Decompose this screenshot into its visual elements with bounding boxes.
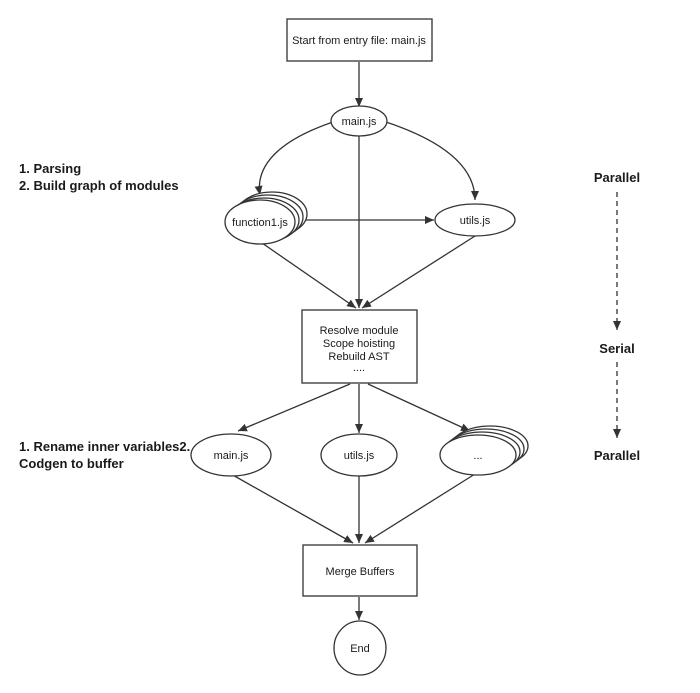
process-line-3: Rebuild AST (328, 351, 389, 363)
utils-bottom-label: utils.js (344, 450, 375, 462)
node-process: Resolve module Scope hoisting Rebuild AS… (301, 309, 418, 384)
timeline-parallel-bottom: Parallel (594, 448, 640, 463)
end-label: End (350, 643, 370, 655)
node-utils-top: utils.js (434, 203, 516, 237)
edge-function1-process (261, 242, 357, 309)
function1-label: function1.js (232, 217, 288, 229)
start-label: Start from entry file: main.js (292, 35, 426, 47)
phase2-line2: Codgen to buffer (19, 456, 124, 471)
edge-process-more (367, 383, 471, 432)
more-bottom-label: ... (473, 450, 482, 462)
edge-utils-process (361, 235, 476, 309)
edge-main-utils (385, 121, 479, 201)
node-function1: function1.js (224, 191, 308, 245)
node-start: Start from entry file: main.js (286, 18, 433, 62)
edge-more-merge (364, 473, 476, 544)
edges (230, 62, 479, 620)
main-top-label: main.js (342, 116, 377, 128)
phase2-line1: 1. Rename inner variables2. (19, 439, 190, 454)
node-merge: Merge Buffers (302, 544, 418, 597)
phase1-line1: 1. Parsing (19, 161, 81, 176)
process-line-2: Scope hoisting (323, 338, 395, 350)
merge-label: Merge Buffers (326, 566, 395, 578)
main-bottom-label: main.js (214, 450, 249, 462)
utils-top-label: utils.js (460, 215, 491, 227)
timeline-serial: Serial (599, 341, 634, 356)
timeline: Parallel Serial Parallel (594, 170, 640, 463)
timeline-parallel-top: Parallel (594, 170, 640, 185)
process-line-1: Resolve module (320, 325, 399, 337)
edge-main-function1 (254, 121, 334, 196)
node-end: End (333, 620, 387, 676)
node-main-bottom: main.js (190, 433, 272, 477)
process-line-4: .... (353, 362, 365, 374)
edge-main2-merge (230, 473, 354, 544)
phase-notes: 1. Parsing 2. Build graph of modules 1. … (19, 161, 190, 471)
edge-process-main2 (237, 383, 351, 432)
node-more-bottom: ... (439, 425, 529, 476)
node-utils-bottom: utils.js (320, 433, 398, 477)
node-main-top: main.js (330, 105, 388, 137)
phase1-line2: 2. Build graph of modules (19, 178, 179, 193)
